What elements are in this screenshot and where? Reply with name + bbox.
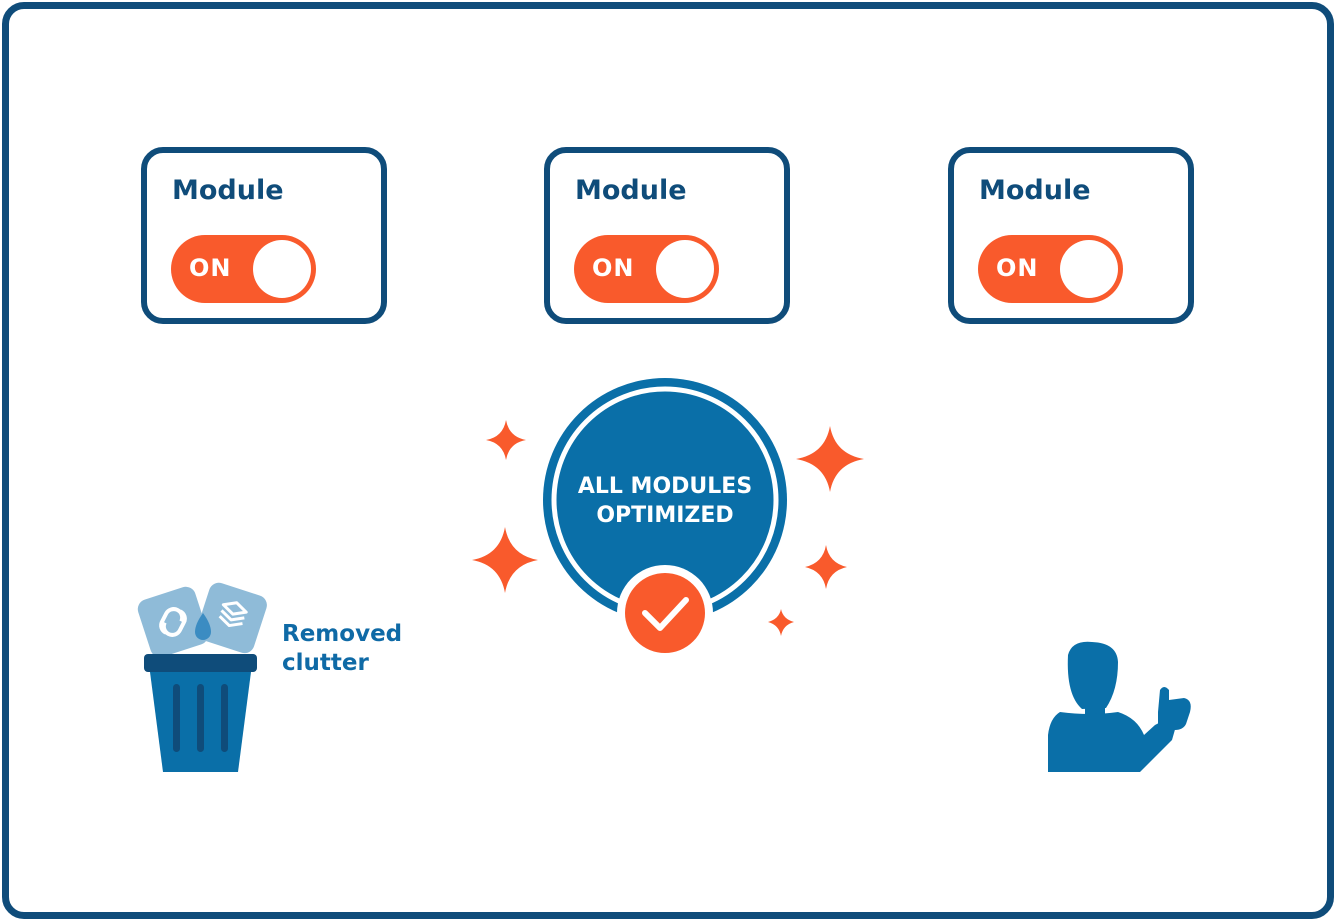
module-title: Module	[172, 175, 284, 206]
removed-label-line-1: Removed	[282, 621, 403, 647]
sparkle-icons	[472, 420, 864, 636]
module-card-2: Module ON	[544, 147, 790, 324]
check-circle-icon	[625, 573, 705, 653]
thumbs-up-person-icon	[1048, 641, 1191, 772]
trash-can-icon	[137, 582, 267, 772]
module-toggle[interactable]: ON	[978, 235, 1123, 303]
badge-line-2: OPTIMIZED	[596, 503, 734, 528]
sparkle-icon	[768, 609, 794, 636]
sparkle-icon	[805, 545, 847, 589]
module-title: Module	[575, 175, 687, 206]
checkmark-icon	[642, 597, 689, 631]
sparkle-icon	[486, 420, 526, 460]
toggle-label: ON	[189, 254, 232, 282]
toggle-label: ON	[996, 254, 1039, 282]
module-title: Module	[979, 175, 1091, 206]
module-toggle[interactable]: ON	[574, 235, 719, 303]
toggle-knob	[1060, 240, 1118, 298]
toggle-knob	[253, 240, 311, 298]
module-toggle[interactable]: ON	[171, 235, 316, 303]
sparkle-icon	[796, 426, 864, 492]
badge-line-1: ALL MODULES	[577, 474, 753, 499]
optimized-badge	[543, 378, 787, 661]
module-card-3: Module ON	[948, 147, 1194, 324]
toggle-label: ON	[592, 254, 635, 282]
module-card-1: Module ON	[141, 147, 387, 324]
toggle-knob	[656, 240, 714, 298]
removed-label-line-2: clutter	[282, 650, 369, 676]
sparkle-icon	[472, 527, 538, 593]
removed-clutter-label: Removed clutter	[282, 620, 402, 678]
